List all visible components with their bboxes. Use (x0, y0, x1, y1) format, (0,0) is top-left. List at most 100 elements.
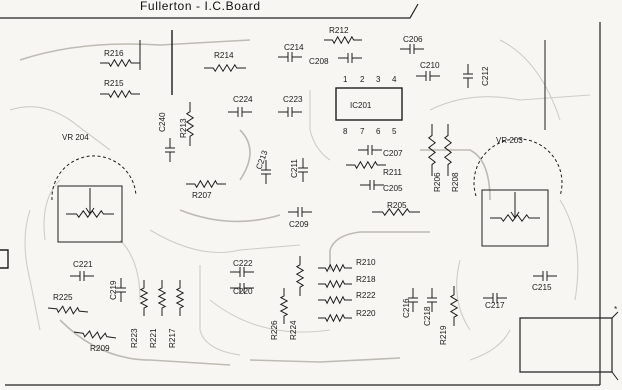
r211-symbol (346, 160, 386, 170)
c221-symbol-plates (70, 271, 94, 281)
trace-18 (249, 357, 401, 363)
label-r214: R214 (214, 51, 234, 60)
label-r225: R225 (53, 293, 73, 302)
connector-box: * (519, 305, 619, 381)
label-r213: R213 (179, 118, 188, 138)
pcb-traces (9, 39, 591, 366)
label-c220: C220 (233, 287, 253, 296)
c214-symbol (278, 52, 302, 62)
ic-pin-3: 3 (376, 75, 381, 84)
label-r222: R222 (356, 291, 376, 300)
c210-symbol (416, 71, 440, 81)
label-r224: R224 (289, 320, 298, 340)
c224-symbol (228, 107, 252, 117)
label-r206: R206 (433, 172, 442, 192)
trace-16 (559, 199, 579, 301)
r219-symbol (449, 286, 459, 326)
c221-symbol (70, 271, 94, 281)
c215-symbol (533, 271, 557, 281)
c216-symbol (408, 288, 418, 312)
trace-4 (199, 265, 241, 356)
label-c222: C222 (233, 259, 253, 268)
label-c223: C223 (283, 95, 303, 104)
c213-symbol (261, 160, 271, 184)
component-symbols (0, 30, 563, 340)
label-r221: R221 (149, 328, 158, 348)
c208-symbol-plates (338, 53, 362, 63)
vr-203-label: VR 203 (496, 136, 523, 145)
c211-symbol (298, 158, 308, 182)
label-r217: R217 (168, 328, 177, 348)
left-connector (0, 249, 9, 269)
c212-symbol (463, 64, 473, 88)
r206-symbol (427, 124, 437, 176)
ic-pin-1: 1 (343, 75, 348, 84)
r224-symbol (295, 256, 305, 296)
c208-symbol (338, 53, 362, 63)
label-c211: C211 (290, 159, 299, 178)
c207-symbol-plates (358, 145, 382, 155)
c210-symbol-plates (416, 71, 440, 81)
c223-symbol-plates (278, 107, 302, 117)
label-c215: C215 (532, 283, 552, 292)
ic-pin-4: 4 (392, 75, 397, 84)
c211-symbol-plates (298, 158, 308, 182)
trace-8 (24, 209, 41, 331)
r217-symbol (175, 280, 185, 316)
r221-symbol (157, 280, 167, 316)
c209-symbol-plates (288, 207, 312, 217)
c205-symbol (360, 180, 384, 190)
trace-2 (149, 229, 301, 253)
label-r226: R226 (270, 320, 279, 340)
ic201-label: IC201 (350, 101, 372, 110)
r207-symbol (186, 179, 226, 189)
label-c212: C212 (481, 66, 490, 86)
vr203-body (481, 189, 549, 247)
r205-symbol (372, 207, 420, 217)
c219-symbol-plates (116, 278, 126, 302)
c218-symbol (427, 288, 437, 312)
title-box: Fullerton - I.C.Board (0, 0, 419, 19)
vr204-outline (51, 155, 137, 201)
label-r212: R212 (329, 26, 349, 35)
label-c213: C213 (254, 149, 269, 171)
r222-symbol (318, 295, 352, 305)
ic-pin-8: 8 (343, 127, 348, 136)
label-c208: C208 (309, 57, 329, 66)
c213-symbol-plates (261, 160, 271, 184)
c206-symbol (400, 44, 424, 54)
c214-symbol-plates (278, 52, 302, 62)
label-c219: C219 (109, 280, 118, 300)
board-edge (5, 22, 601, 386)
trace-7 (456, 259, 471, 331)
r213-symbol (185, 102, 195, 146)
label-c240: C240 (158, 112, 167, 132)
trace-12 (239, 129, 251, 181)
label-r216: R216 (104, 49, 124, 58)
r212-symbol (324, 35, 362, 45)
c216-symbol-plates (408, 288, 418, 312)
c218-symbol-plates (427, 288, 437, 312)
ic-pin-5: 5 (392, 127, 397, 136)
c209-symbol (288, 207, 312, 217)
trace-10 (429, 94, 591, 111)
ic-pin-2: 2 (360, 75, 365, 84)
label-r209: R209 (90, 344, 110, 353)
c240-symbol (165, 138, 175, 162)
c217-symbol-plates (483, 293, 507, 303)
label-r207: R207 (192, 191, 212, 200)
c222-symbol (230, 267, 254, 277)
board-title: Fullerton - I.C.Board (140, 0, 261, 13)
trace-19 (469, 329, 511, 361)
r226-symbol (279, 288, 289, 324)
r215-symbol (100, 89, 140, 99)
ic-pin-7: 7 (360, 127, 365, 136)
c220-symbol (230, 283, 254, 293)
trace-9 (59, 319, 231, 366)
c220-symbol-plates (230, 283, 254, 293)
label-r205: R205 (387, 201, 407, 210)
vr203-outline (473, 138, 563, 197)
r208-symbol (443, 124, 453, 176)
r216-symbol (100, 58, 140, 68)
